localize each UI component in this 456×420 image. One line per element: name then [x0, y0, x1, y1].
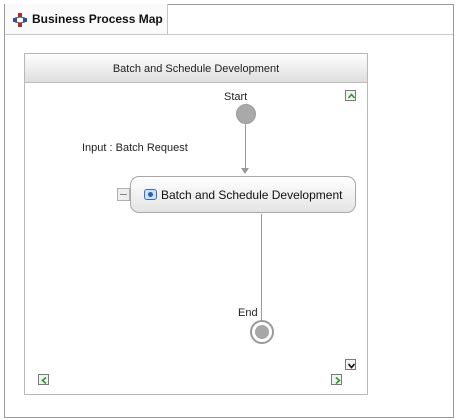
activity-label: Batch and Schedule Development — [161, 188, 343, 202]
panel-title: Batch and Schedule Development — [112, 63, 280, 75]
activity-icon — [144, 189, 157, 200]
arrow-down-icon[interactable] — [345, 359, 356, 370]
end-label: End — [238, 307, 258, 319]
connector-activity-to-end — [261, 214, 262, 322]
tab-title: Business Process Map — [32, 12, 163, 26]
start-label: Start — [224, 91, 248, 103]
tab-business-process-map[interactable]: Business Process Map — [5, 4, 168, 34]
arrow-left-icon[interactable] — [38, 374, 49, 385]
input-label: Input : Batch Request — [82, 142, 188, 154]
connector-start-to-activity — [245, 124, 246, 169]
activity-node[interactable]: Batch and Schedule Development — [130, 176, 356, 213]
end-node[interactable] — [250, 320, 274, 344]
arrow-up-icon[interactable] — [345, 90, 356, 101]
tab-divider — [5, 34, 453, 35]
panel-header: Batch and Schedule Development — [25, 54, 367, 83]
diagram-canvas: Batch and Schedule Development Start Inp… — [24, 53, 368, 395]
start-node[interactable] — [236, 104, 256, 124]
collapse-toggle-icon[interactable] — [117, 188, 130, 201]
connector-arrowhead — [241, 168, 249, 174]
process-map-icon — [13, 12, 27, 27]
arrow-right-icon[interactable] — [331, 374, 342, 385]
